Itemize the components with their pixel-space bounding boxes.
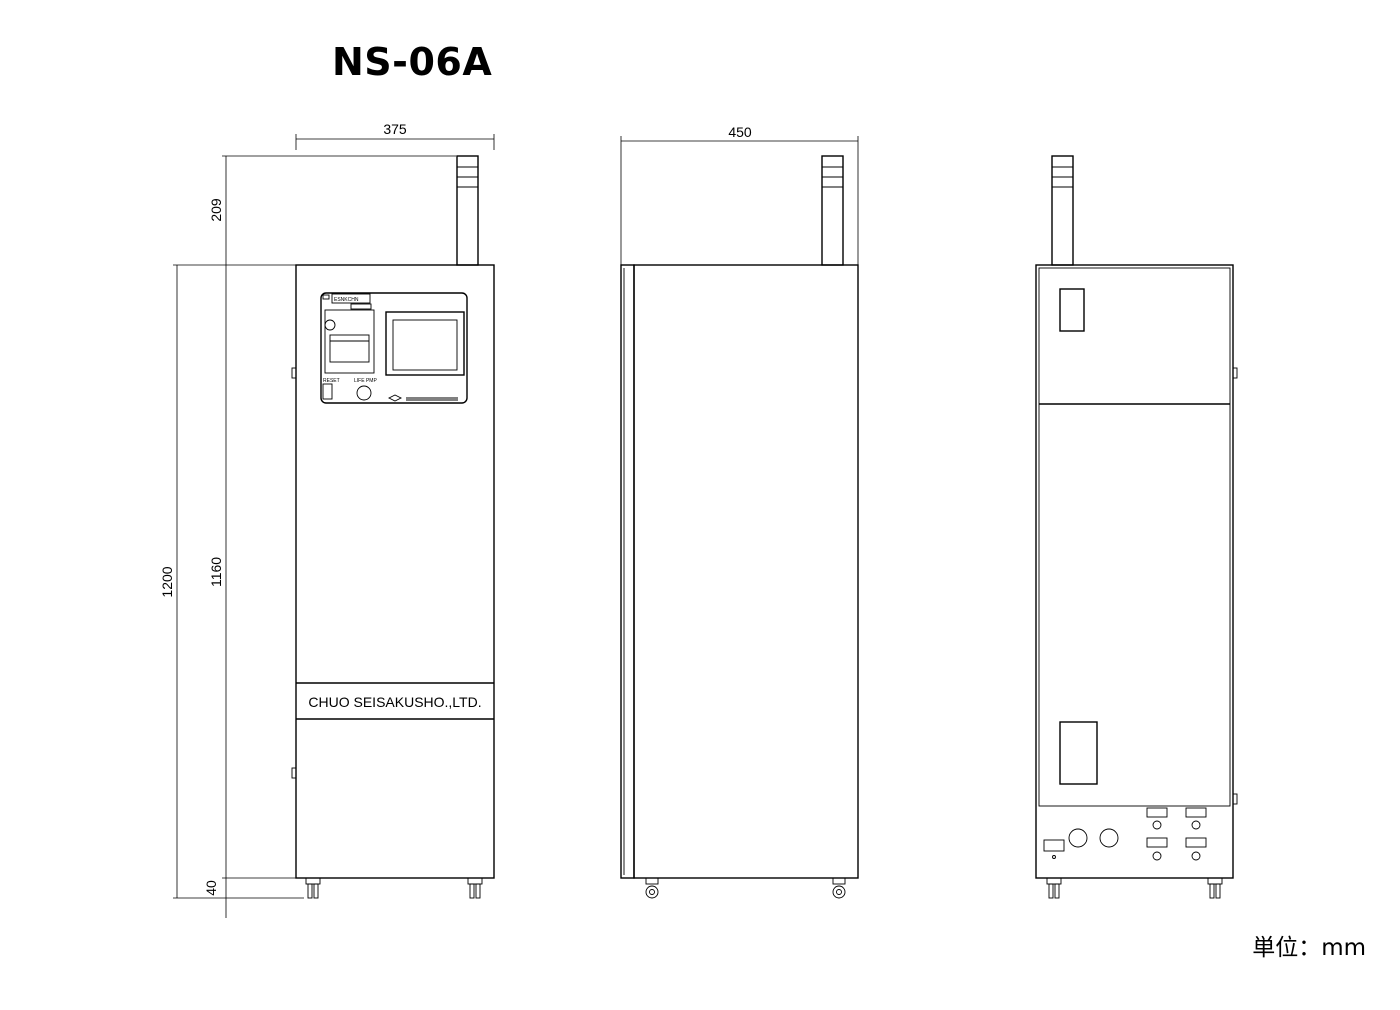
side-door-edge bbox=[620, 264, 635, 879]
warning-mark-icon bbox=[387, 394, 403, 402]
side-dimensions: 450 bbox=[620, 124, 859, 265]
rear-view bbox=[1035, 155, 1238, 899]
connector-2-icon bbox=[1185, 807, 1207, 818]
printer-unit bbox=[324, 309, 375, 374]
front-cabinet-body bbox=[295, 264, 495, 879]
indicator-lamp-icon bbox=[324, 319, 336, 331]
control-panel: ESNKCHN RESET LIFE PMP bbox=[320, 292, 468, 404]
pump-switch-icon bbox=[356, 385, 372, 401]
unit-label: 単位：mm bbox=[1252, 935, 1366, 961]
rear-connection-area bbox=[1043, 807, 1207, 861]
front-dimensions: 375 209 1160 40 1200 bbox=[159, 121, 495, 918]
rear-signal-tower bbox=[1051, 155, 1074, 266]
power-socket-icon bbox=[1043, 839, 1065, 852]
side-caster-left bbox=[645, 877, 659, 899]
rear-label-plate-upper bbox=[1059, 288, 1085, 332]
front-hinge-lower bbox=[291, 767, 297, 779]
front-view: CHUO SEISAKUSHO.,LTD. ESNKCHN RESET bbox=[291, 155, 495, 899]
touch-screen-frame bbox=[385, 311, 465, 376]
side-caster-right bbox=[832, 877, 846, 899]
touch-screen-display bbox=[392, 319, 458, 371]
rear-panel-inner bbox=[1038, 267, 1231, 807]
rear-caster-right bbox=[1207, 877, 1223, 899]
signal-tower bbox=[456, 155, 479, 266]
connector-4-icon bbox=[1185, 837, 1207, 848]
drawing-title: NS-06A bbox=[332, 40, 493, 84]
reset-button-label: RESET bbox=[323, 378, 340, 384]
brand-nameplate: CHUO SEISAKUSHO.,LTD. bbox=[308, 694, 481, 710]
rear-caster-left bbox=[1046, 877, 1062, 899]
rear-latch-upper bbox=[1232, 367, 1238, 379]
dim-total-height: 1200 bbox=[159, 566, 175, 597]
connector-1-icon bbox=[1146, 807, 1168, 818]
front-caster-right bbox=[467, 877, 483, 899]
rear-cabinet-body bbox=[1035, 264, 1234, 879]
panel-logo: ESNKCHN bbox=[334, 297, 359, 303]
dim-body-height: 1160 bbox=[208, 557, 224, 587]
logo-mark-icon bbox=[322, 294, 330, 300]
rear-latch-lower bbox=[1232, 793, 1238, 805]
side-cabinet-body bbox=[633, 264, 859, 879]
side-view bbox=[620, 155, 859, 899]
pump-button-label: LIFE PMP bbox=[354, 378, 377, 384]
rear-label-plate-lower bbox=[1059, 721, 1098, 785]
printer-slot bbox=[329, 334, 370, 363]
side-signal-tower bbox=[821, 155, 844, 266]
dim-caster-height: 40 bbox=[203, 880, 219, 896]
front-caster-left bbox=[305, 877, 321, 899]
cable-gland-left-icon bbox=[1068, 828, 1088, 848]
reset-switch-icon bbox=[322, 383, 333, 400]
front-hinge-upper bbox=[291, 367, 297, 379]
dim-side-depth: 450 bbox=[728, 124, 752, 140]
dim-top-height: 209 bbox=[208, 198, 224, 222]
dim-front-width: 375 bbox=[383, 121, 407, 137]
cable-gland-right-icon bbox=[1099, 828, 1119, 848]
connector-3-icon bbox=[1146, 837, 1168, 848]
